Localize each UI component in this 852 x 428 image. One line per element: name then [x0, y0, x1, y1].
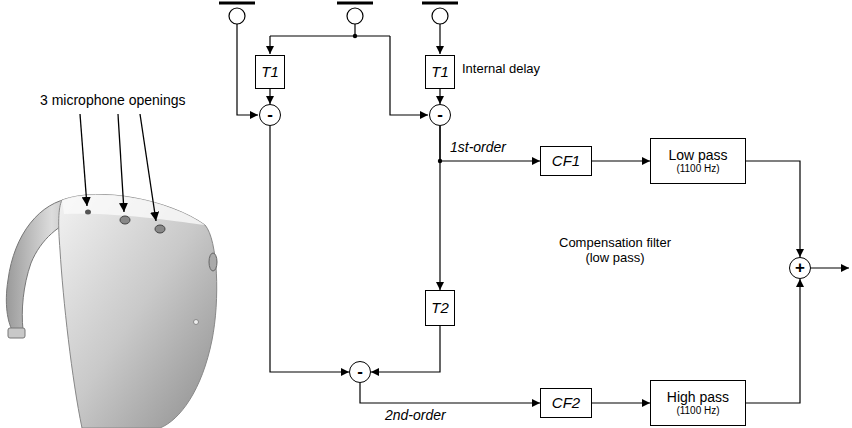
microphones: [219, 3, 458, 24]
leader-arrow: [140, 114, 156, 221]
mic-bar: [422, 2, 458, 5]
mic-bar: [337, 2, 373, 5]
path-label: 2nd-order: [385, 407, 446, 423]
leader-arrow: [80, 114, 87, 206]
hook-tip: [8, 328, 25, 338]
leader-arrow: [118, 114, 124, 212]
mic-bar: [219, 2, 255, 5]
signal-connector: [439, 89, 440, 104]
mic-wires: [237, 24, 849, 268]
node-label: T1: [431, 64, 449, 81]
output-wire: [811, 267, 849, 268]
mic-symbol: [432, 8, 448, 24]
mic-opening: [85, 210, 91, 215]
signal-wire: [269, 36, 270, 54]
annotation: Internal delay: [462, 62, 540, 77]
program-dot: [194, 320, 199, 325]
node-label: CF1: [552, 153, 580, 170]
hearing-aid: [6, 194, 217, 428]
junction-dot: [353, 34, 357, 38]
node-label: T2: [431, 300, 449, 317]
signal-connector: [592, 160, 650, 161]
delay-box: T1: [425, 55, 455, 89]
mic-opening: [120, 216, 130, 224]
summer: +: [789, 257, 811, 279]
signal-wire: [270, 35, 390, 36]
node-label: Low pass: [668, 148, 727, 163]
node-label: -: [267, 106, 273, 123]
signal-connector: [360, 383, 540, 403]
signal-connector: [746, 161, 800, 257]
annotation: Compensation filter (low pass): [556, 236, 674, 266]
compensation-filter: CF1: [540, 146, 592, 176]
node-label: -: [357, 363, 363, 380]
signal-connector: [746, 279, 800, 403]
housing-top: [62, 194, 205, 225]
delay-box: T1: [255, 55, 285, 89]
signal-connector: [592, 402, 650, 403]
node-label: High pass: [667, 390, 729, 405]
node-sublabel: (1100 Hz): [676, 163, 719, 174]
subtractor: -: [349, 361, 371, 383]
signal-wire: [390, 36, 428, 115]
mic-symbol: [229, 8, 245, 24]
signal-connector: [269, 89, 270, 104]
signal-connector: [440, 126, 540, 161]
path-label: 1st-order: [450, 139, 506, 155]
signal-connector: [439, 126, 440, 290]
housing: [59, 194, 217, 428]
signal-connector: [270, 126, 349, 372]
node-sublabel: (1100 Hz): [676, 405, 719, 416]
signal-wire: [439, 24, 440, 54]
mic-opening: [155, 225, 165, 233]
lowpass-filter: Low pass(1100 Hz): [650, 138, 746, 184]
node-label: T1: [261, 64, 279, 81]
subtractor: -: [259, 104, 281, 126]
node-label: CF2: [552, 395, 580, 412]
node-label: +: [795, 259, 805, 276]
push-button: [209, 253, 217, 271]
subtractor: -: [429, 104, 451, 126]
mic-symbol: [347, 8, 363, 24]
compensation-filter: CF2: [540, 388, 592, 418]
signal-connector: [371, 326, 440, 372]
delay-box: T2: [425, 290, 455, 326]
leader-arrows: [80, 114, 156, 221]
node-label: -: [437, 106, 443, 123]
callout-label: 3 microphone openings: [40, 92, 186, 108]
highpass-filter: High pass(1100 Hz): [650, 380, 746, 426]
